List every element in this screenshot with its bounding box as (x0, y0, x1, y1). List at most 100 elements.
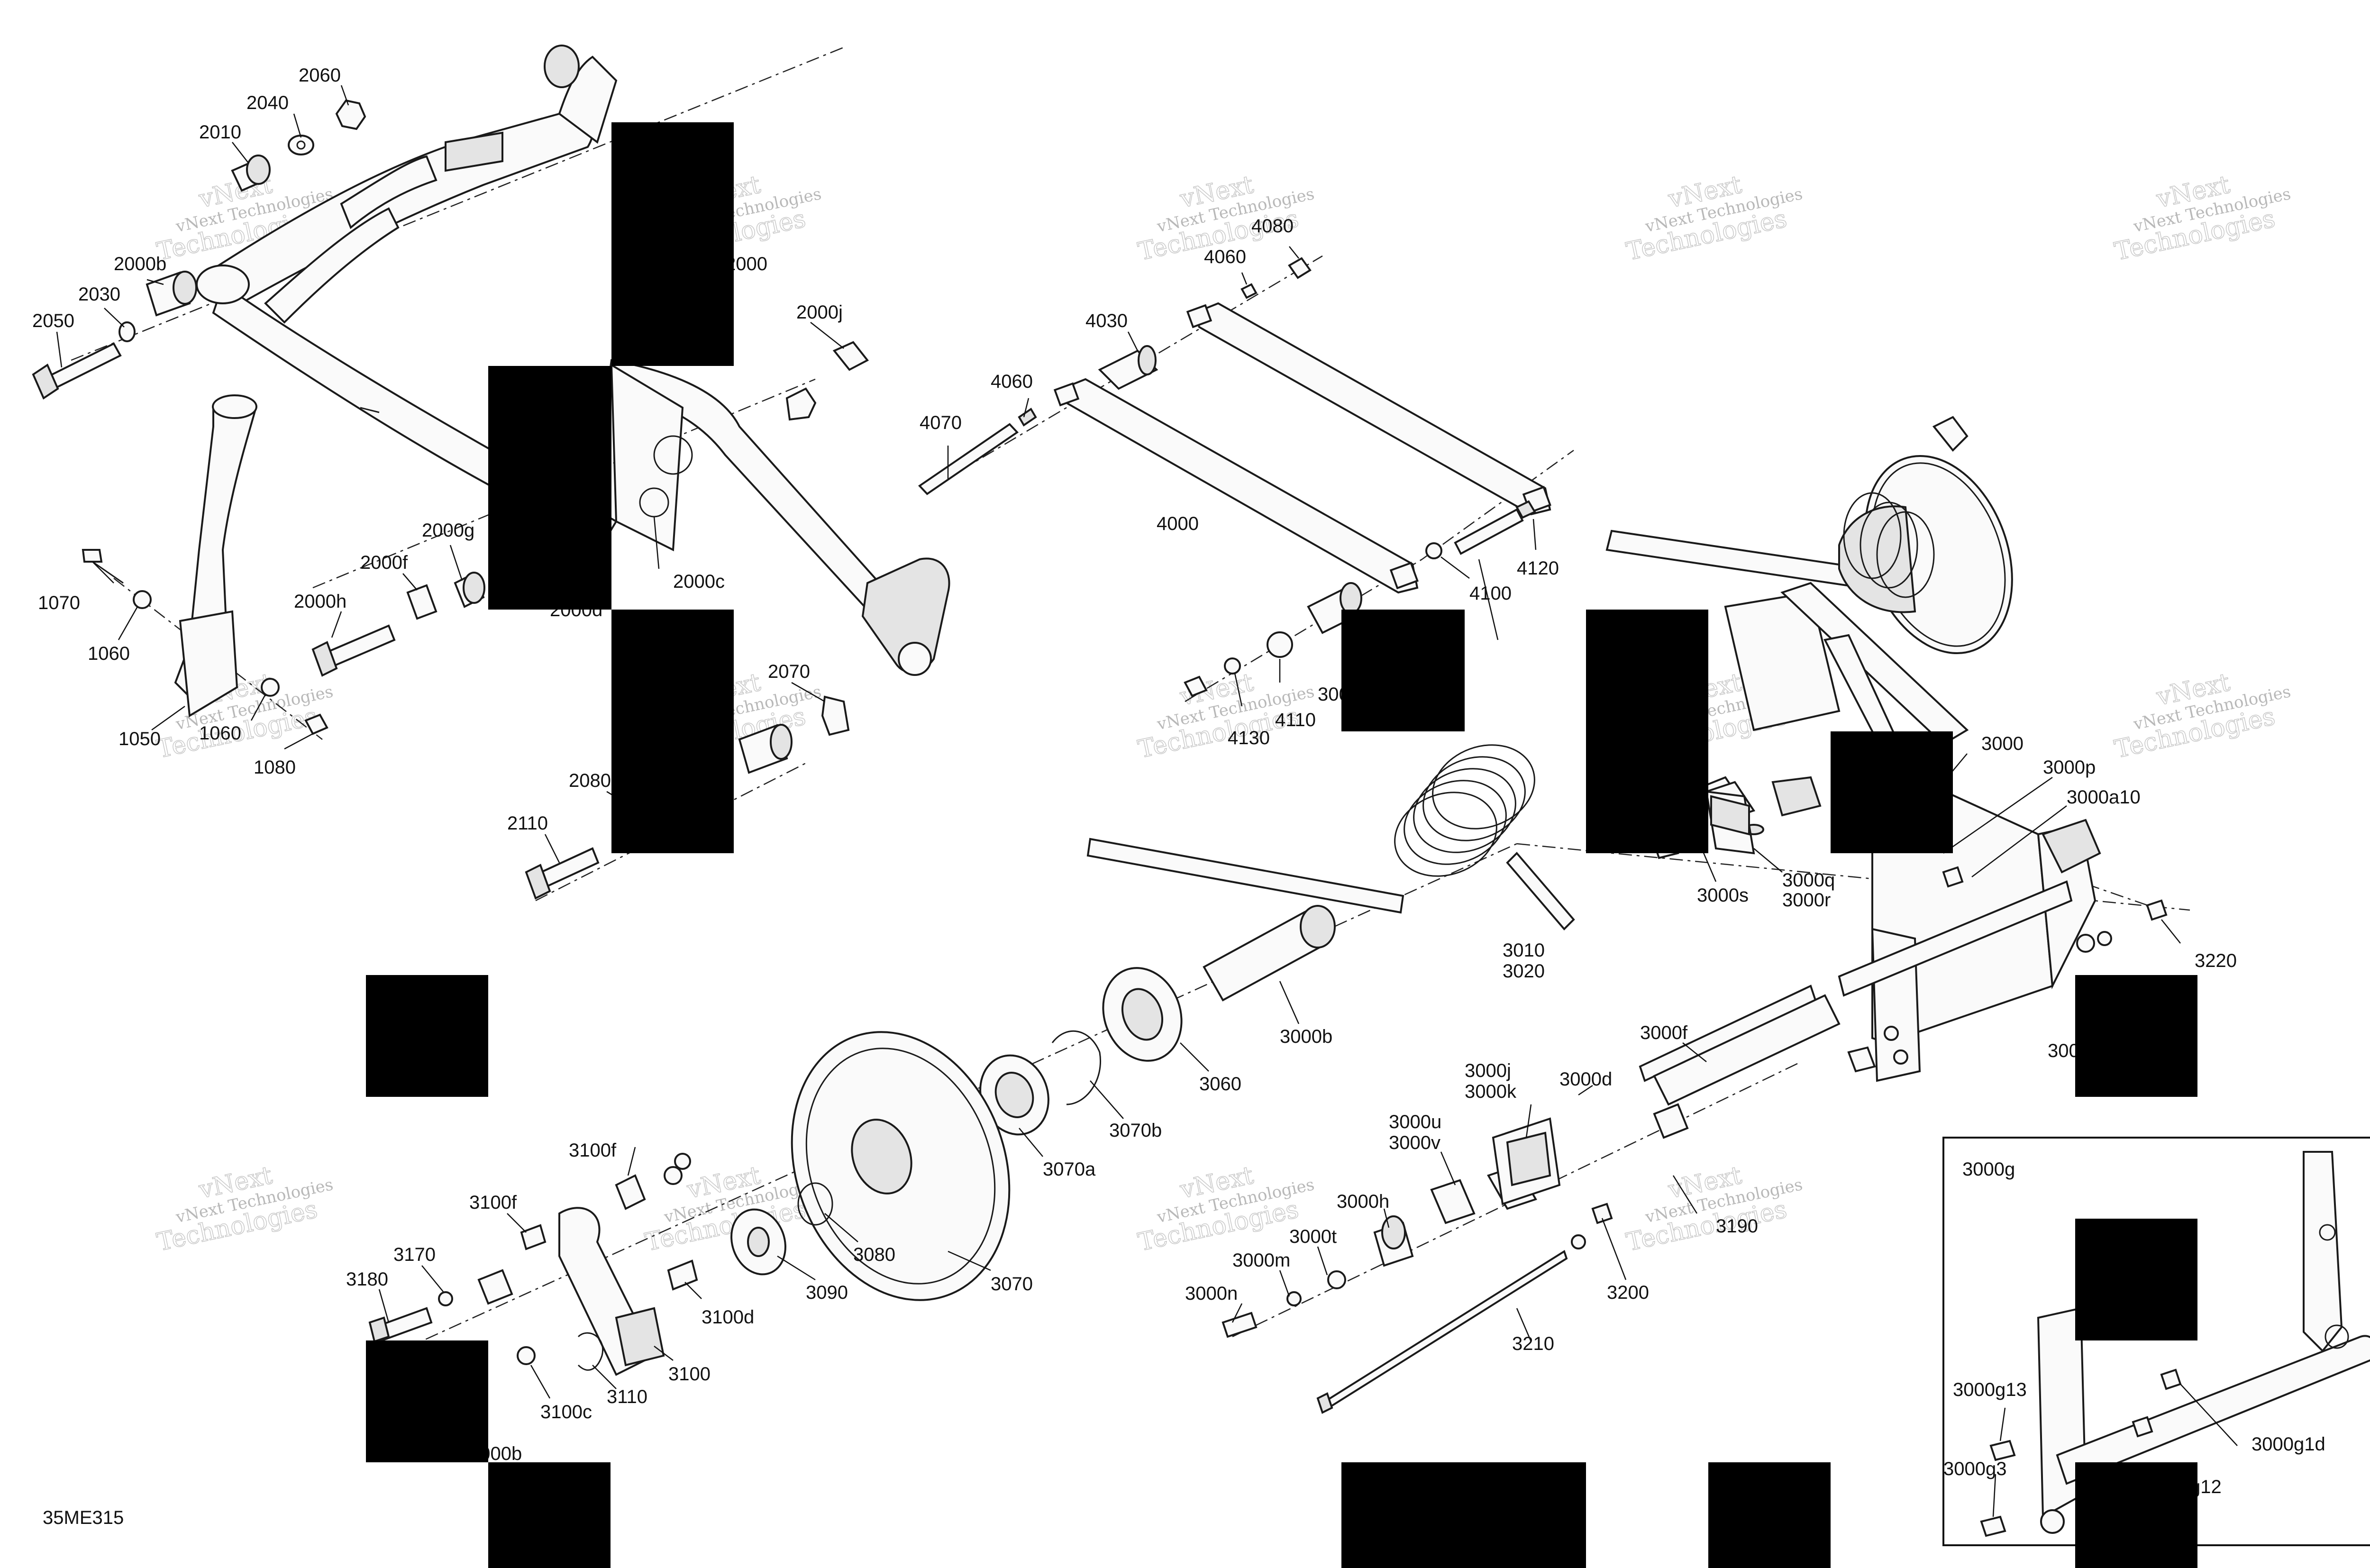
pedal-lever (82, 394, 328, 735)
part-label: 3000k (1465, 1081, 1517, 1102)
part-label: 3000g13 (1953, 1379, 2027, 1400)
part-label: 2000b (114, 254, 166, 274)
torsion-spring (1086, 744, 1756, 930)
part-label: 3000p (2043, 757, 2096, 778)
redaction-blocks (366, 122, 2197, 1568)
redaction-block (2075, 975, 2197, 1097)
part-label: 3000t (1289, 1226, 1337, 1247)
redaction-block (611, 610, 734, 853)
part-label: 3190 (1716, 1216, 1758, 1237)
part-label: 3200 (1607, 1282, 1649, 1303)
redaction-block (1586, 610, 1708, 853)
part-label: 3060 (1199, 1074, 1241, 1094)
part-label: 3000 (1981, 733, 2024, 754)
lower-shaft-parts (1221, 985, 1841, 1414)
part-label: 3070b (1109, 1120, 1162, 1141)
part-label: 2080 (569, 770, 611, 791)
part-label: 4060 (1204, 246, 1246, 267)
part-label: 3100c (540, 1402, 592, 1422)
watermark: vNext vNext Technologies Technologies (1623, 1161, 1804, 1258)
part-label: 2040 (246, 92, 289, 113)
part-label: 3070a (1043, 1159, 1096, 1180)
part-label: 3000n (1185, 1283, 1238, 1304)
watermark: vNext vNext Technologies Technologies (154, 668, 335, 765)
hardware-top-left (32, 99, 869, 900)
part-label: 1060 (88, 643, 130, 664)
redaction-block (2075, 1219, 2197, 1340)
part-label: 3000d (1559, 1069, 1612, 1090)
part-label: 1080 (254, 757, 296, 778)
sensor-hardware (1653, 790, 1964, 888)
shaft-stack (368, 905, 1336, 1376)
part-label: 1060 (199, 723, 241, 744)
part-label: 3000a10 (2067, 787, 2141, 808)
inset-title: 3000g (1962, 1159, 2015, 1180)
redaction-block (366, 1340, 488, 1462)
redaction-block (488, 366, 611, 610)
part-label: 3170 (393, 1244, 436, 1265)
redaction-block (1341, 610, 1465, 731)
part-label: 4070 (920, 412, 962, 433)
spring-pulley-assembly (1605, 416, 2013, 835)
part-label: 3090 (806, 1282, 848, 1303)
part-label: 1070 (38, 593, 80, 613)
part-label: 3110 (607, 1386, 647, 1407)
redaction-block (366, 975, 488, 1097)
part-label: 2010 (199, 122, 241, 143)
tie-rods (918, 257, 1551, 697)
part-label: 3180 (346, 1269, 388, 1290)
part-label: 3000f (1640, 1022, 1688, 1043)
part-label: 3100d (702, 1307, 754, 1328)
part-label: 4060 (991, 371, 1033, 392)
part-label: 3210 (1512, 1333, 1554, 1354)
redaction-block (2075, 1462, 2197, 1568)
part-label: 3000j (1465, 1060, 1511, 1081)
part-label: 4120 (1517, 558, 1559, 579)
part-label: 4130 (1228, 728, 1270, 748)
redaction-block (611, 122, 734, 366)
redaction-block (1708, 1462, 1831, 1568)
part-label: 3010 (1503, 940, 1545, 961)
part-label: 2110 (507, 813, 548, 834)
figure-code: 35ME315 (43, 1507, 124, 1528)
part-labels: 2060 2040 2010 2000b 2030 2050 2000 2000… (32, 65, 2325, 1497)
redaction-block (488, 1462, 611, 1568)
part-label: 2030 (78, 284, 120, 305)
part-label: 3000r (1782, 890, 1831, 911)
part-label: 2060 (299, 65, 341, 86)
watermark: vNext vNext Technologies Technologies (2112, 668, 2292, 765)
part-label: 4100 (1469, 583, 1512, 604)
part-label: 4110 (1275, 710, 1316, 730)
part-label: 3000q (1782, 870, 1835, 891)
part-label: 3000v (1389, 1132, 1440, 1153)
part-label: 4030 (1085, 310, 1128, 331)
part-label: 2000g (422, 520, 474, 541)
part-label: 3020 (1503, 961, 1545, 982)
part-label: 4080 (1251, 216, 1294, 237)
part-label: 2000f (360, 552, 408, 573)
part-label: 3000m (1232, 1250, 1290, 1271)
watermark: vNext vNext Technologies Technologies (154, 1161, 335, 1258)
part-label: 2000c (673, 571, 725, 592)
part-label: 2000h (294, 591, 346, 612)
part-label: 3100 (668, 1364, 711, 1385)
part-label: 3100f (469, 1192, 517, 1213)
redaction-block (1341, 1462, 1586, 1568)
part-label: 3070 (991, 1274, 1033, 1295)
lower-a-arm (605, 359, 950, 676)
part-label: 3080 (853, 1244, 895, 1265)
part-label: 3000u (1389, 1112, 1441, 1132)
part-label: 3100f (569, 1140, 617, 1161)
part-label: 3000g1d (2252, 1434, 2325, 1455)
part-label: 3000s (1697, 885, 1749, 906)
part-label: 4000 (1157, 513, 1199, 534)
part-label: 2000j (796, 302, 843, 323)
part-label: 3000h (1337, 1191, 1389, 1212)
watermark: vNext vNext Technologies Technologies (1623, 170, 1804, 267)
part-label: 2050 (32, 310, 74, 331)
part-label: 3000g3 (1943, 1459, 2006, 1479)
part-label: 2070 (768, 661, 810, 682)
watermark: vNext vNext Technologies Technologies (2112, 170, 2292, 267)
part-label: 3000b (1280, 1026, 1332, 1047)
